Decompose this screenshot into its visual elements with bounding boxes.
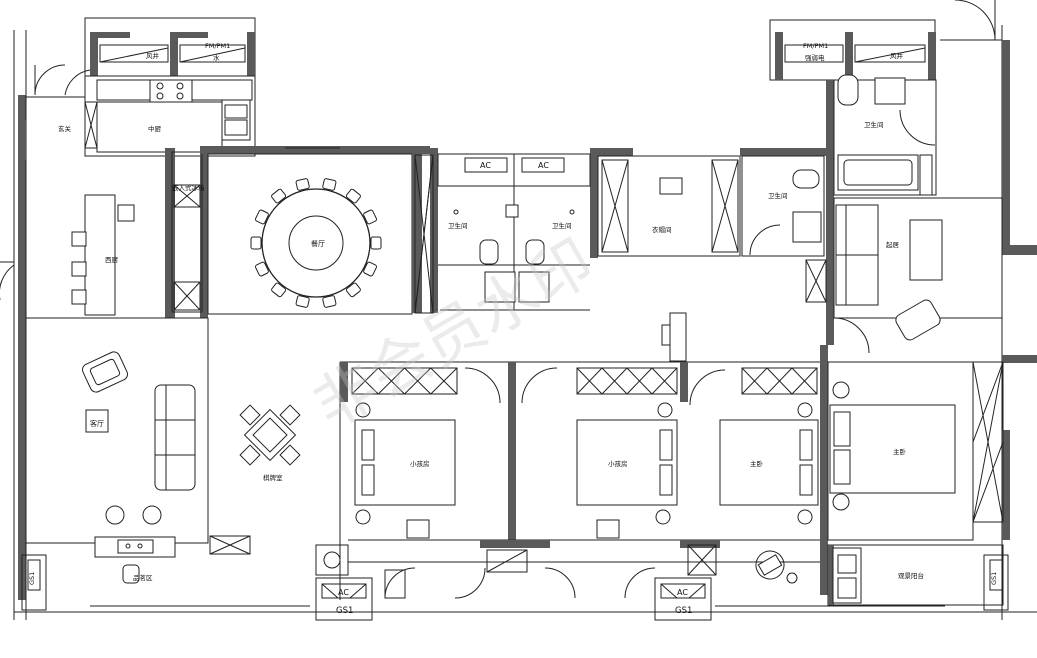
wardrobe-hatch: [430, 367, 458, 395]
dining-chair: [271, 188, 287, 204]
master-bedroom: [827, 361, 1004, 541]
dining-chair: [345, 282, 361, 298]
fridge-column: [165, 148, 208, 318]
shaft-vent-left: 风井: [146, 51, 160, 60]
wardrobe: [597, 155, 741, 257]
ac-label-1: AC: [480, 161, 491, 170]
gs-unit-right: [654, 544, 717, 621]
gs-label-2: GS1: [675, 606, 692, 616]
wardrobe-hatch: [576, 367, 603, 395]
label-western-kitchen: 西厨: [105, 256, 119, 264]
shaft-block-right: [769, 19, 936, 81]
dining-chair: [295, 178, 310, 191]
label-bedroom-a: 小孩房: [410, 459, 430, 468]
label-chess-room: 棋牌室: [263, 473, 283, 482]
side-tag-right: GS1: [990, 572, 998, 585]
small-bathroom: [740, 148, 830, 257]
label-bath-left: 卫生间: [448, 221, 468, 230]
label-bedroom-b: 小孩房: [608, 459, 628, 468]
label-bath-master: 卫生间: [864, 120, 884, 129]
label-wardrobe: 衣帽间: [652, 225, 672, 234]
watermark: 非会员水印: [301, 225, 606, 443]
label-bedroom-c: 主卧: [750, 459, 764, 468]
bottom-doors: [384, 549, 656, 599]
study: [805, 197, 1003, 354]
dining-chair: [295, 295, 310, 308]
label-living: 客厅: [90, 419, 104, 428]
ac-label-3: AC: [338, 588, 349, 597]
living-room: [25, 317, 251, 584]
wardrobe-hatch: [351, 367, 379, 395]
gs-unit-left: [315, 544, 406, 621]
wardrobe-hatch: [791, 367, 818, 395]
label-study: 起居: [886, 241, 900, 249]
gs-label-1: GS1: [336, 606, 353, 616]
dining-chair: [363, 261, 377, 277]
label-tea-area: 品茗区: [133, 573, 153, 582]
label-balcony: 观景阳台: [898, 571, 924, 580]
dining-chair: [363, 209, 377, 225]
corridor-marker: [661, 312, 687, 362]
wardrobe-hatch: [651, 367, 678, 395]
side-tag-left: GS1: [28, 572, 36, 585]
dining-chair: [322, 295, 337, 308]
bathrooms-center: [412, 148, 633, 314]
shaft-vent-right: 风井: [890, 51, 904, 60]
wardrobe-hatch: [601, 367, 628, 395]
dining-room: [200, 146, 430, 315]
shaft-water-left: 水: [213, 53, 220, 62]
label-bath-small: 卫生间: [768, 191, 788, 200]
ac-label-2: AC: [538, 161, 549, 170]
foyer-door: [26, 64, 91, 98]
balcony: [827, 544, 1004, 606]
ac-label-4: AC: [677, 588, 688, 597]
label-master-bedroom: 主卧: [893, 447, 907, 456]
wardrobe-hatch: [741, 367, 768, 395]
dining-chair: [370, 236, 382, 250]
shaft-fm-right: FM/PM1: [803, 42, 828, 50]
wardrobe-hatch: [404, 367, 432, 395]
wardrobe-hatch: [626, 367, 653, 395]
wardrobe-hatch: [766, 367, 793, 395]
master-bathroom: [826, 74, 937, 345]
label-dining: 餐厅: [311, 239, 325, 248]
kitchen-zone: [84, 75, 256, 157]
entry-door-right: [940, 0, 1002, 41]
chess-room: [239, 404, 301, 466]
bedroom-a: [351, 367, 501, 539]
dining-chair: [271, 282, 287, 298]
wardrobe-hatch: [377, 367, 405, 395]
label-foyer: 玄关: [58, 124, 72, 133]
dining-chair: [250, 236, 262, 250]
dining-chair: [345, 188, 361, 204]
western-kitchen-island: [71, 194, 135, 316]
bedroom-c: [689, 367, 819, 584]
shaft-fm-left: FM/PM1: [205, 42, 230, 50]
shaft-elec-right: 强弱电: [805, 53, 825, 62]
dining-chair: [255, 261, 269, 277]
label-kitchen: 中厨: [148, 124, 162, 133]
left-side-door: [0, 261, 15, 300]
dining-chair: [255, 209, 269, 225]
bedroom-b: [521, 367, 678, 539]
label-fridge: 嵌入式冰箱: [172, 183, 205, 192]
dining-chair: [322, 178, 337, 191]
label-bath-mid: 卫生间: [552, 221, 572, 230]
